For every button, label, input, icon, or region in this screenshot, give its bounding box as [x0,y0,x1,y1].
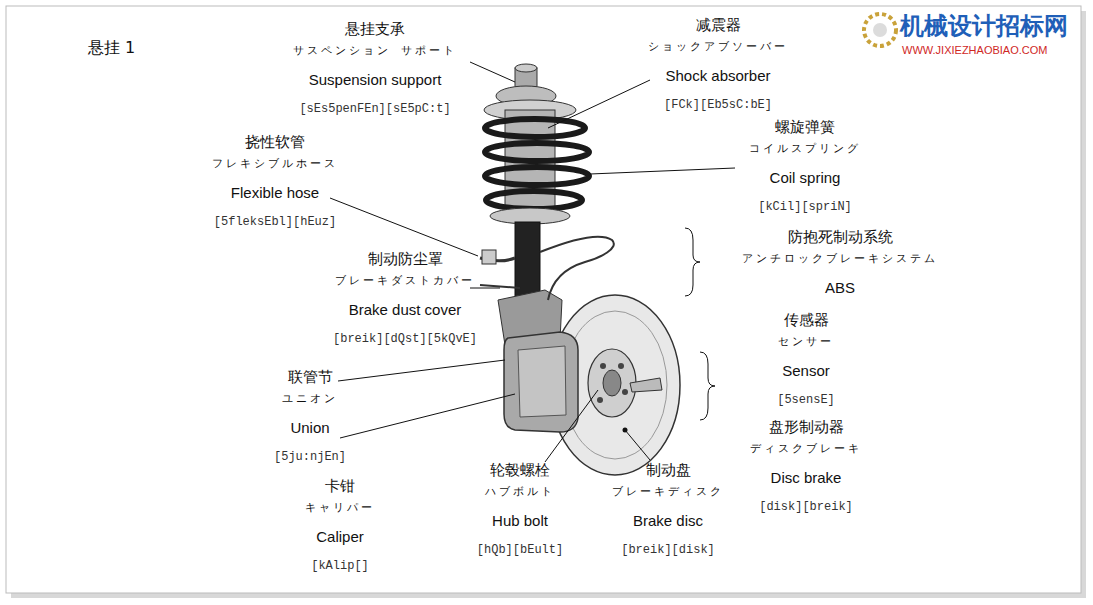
part-label: センサー [778,335,834,348]
part-label: [hQb][bEult] [477,543,563,557]
part-label: [5sensE] [777,393,835,407]
part-label: [5ju:njEn] [274,450,346,464]
part-label: ブレーキダストカバー [335,274,475,287]
part-label: コイルスプリング [749,142,861,155]
part-label: Coil spring [770,169,841,187]
part-label: Brake dust cover [349,301,462,319]
part-label: 防抱死制动系统 [788,228,893,246]
part-label: 制动防尘罩 [368,250,443,268]
part-label: [breik][disk] [621,543,715,557]
part-label: Flexible hose [231,184,319,202]
part-label: 挠性软管 [245,133,305,151]
part-label: Sensor [782,362,830,380]
part-label: [breik][dQst][5kQvE] [333,332,477,346]
frame [6,6,1081,593]
part-label: 螺旋弹簧 [775,118,835,136]
part-label: Suspension support [309,71,442,89]
part-label: ディスクブレーキ [750,442,862,455]
part-label: Brake disc [633,512,703,530]
part-label: ショックアブソーバー [648,40,788,53]
part-label: [5fleksEbl][hEuz] [214,215,336,229]
part-label: キャリパー [305,501,375,514]
part-label: 制动盘 [646,461,691,479]
part-label: 悬挂支承 [345,20,405,38]
part-label: 减震器 [696,16,741,34]
part-label: Disc brake [771,469,842,487]
part-label: 联管节 [288,368,333,386]
part-label: [FCk][Eb5sC:bE] [664,98,772,112]
part-label: ブレーキディスク [612,485,724,498]
part-label: [kCil][spriN] [758,200,852,214]
diagram-title: 悬挂 1 [88,38,135,59]
watermark: WWW.JIXIEZHAOBIAO.COM [902,44,1047,57]
part-label: Union [290,419,329,437]
part-label: サスペンション サポート [293,44,457,57]
part-label: Shock absorber [665,67,770,85]
watermark: 机械设计招标网 [900,12,1068,41]
part-label: Hub bolt [492,512,548,530]
part-label: アンチロックブレーキシステム [742,252,938,265]
part-label: ABS [825,279,855,297]
part-label: ユニオン [282,392,338,405]
part-label: フレキシブルホース [212,157,338,170]
part-label: ハブボルト [485,485,555,498]
part-label: [sEs5penFEn][sE5pC:t] [299,102,450,116]
part-label: Caliper [316,528,364,546]
part-label: 盘形制动器 [769,418,844,436]
part-label: [disk][breik] [759,500,853,514]
part-label: 传感器 [784,311,829,329]
part-label: 轮毂螺栓 [490,461,550,479]
part-label: 卡钳 [325,477,355,495]
part-label: [kAlip[] [311,559,369,573]
